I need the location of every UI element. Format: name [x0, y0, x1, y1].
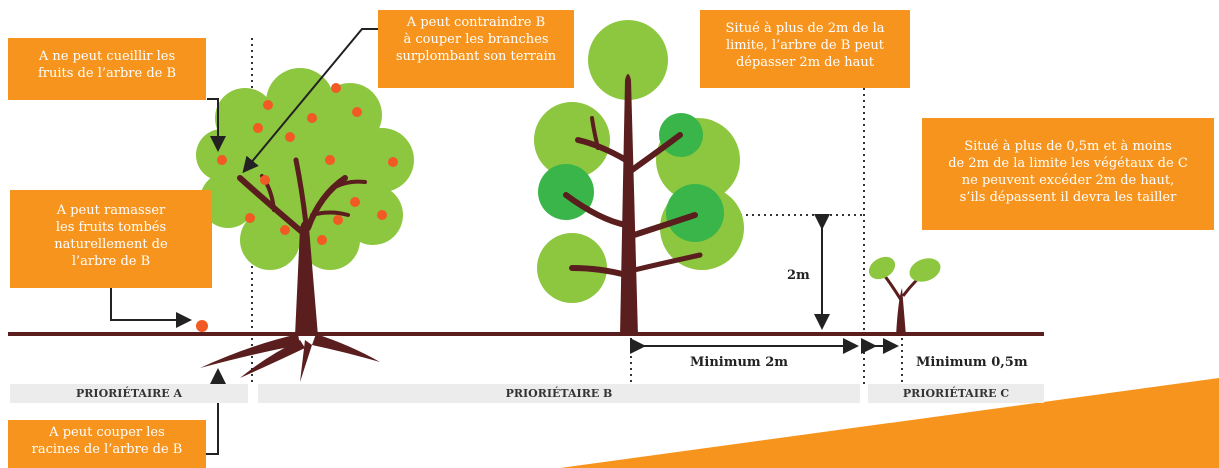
zone-a-label: PRIORIÉTAIRE A: [10, 384, 248, 403]
callout-can-collect: A peut ramasser les fruits tombés nature…: [10, 190, 212, 288]
sprout-icon: [868, 256, 941, 336]
callout-plants-c: Situé à plus de 0,5m et à moins de 2m de…: [922, 118, 1214, 230]
fruit-tree-icon: [196, 68, 414, 382]
decorative-orange-wedge: [560, 378, 1219, 468]
callout-can-force-cut: A peut contraindre B à couper les branch…: [378, 10, 574, 88]
ground-line: [8, 332, 1044, 336]
cannot-pick-arrow: [207, 98, 226, 152]
zone-c-label: PRIORIÉTAIRE C: [868, 384, 1044, 403]
min-05m-label: Minimum 0,5m: [916, 355, 1028, 370]
callout-cannot-pick: A ne peut cueillir les fruits de l’arbre…: [8, 38, 206, 100]
height-2m-label: 2m: [787, 268, 810, 283]
can-collect-arrow: [110, 288, 192, 328]
can-force-cut-arrow: [242, 28, 378, 174]
fallen-fruit-icon: [196, 320, 208, 332]
callout-tree-b-height: Situé à plus de 2m de la limite, l’arbre…: [700, 10, 910, 88]
min-2m-label: Minimum 2m: [690, 355, 789, 370]
callout-can-cut-roots: A peut couper les racines de l’arbre de …: [8, 420, 206, 468]
zone-b-label: PRIORIÉTAIRE B: [258, 384, 860, 403]
tall-tree-icon: [534, 20, 744, 336]
